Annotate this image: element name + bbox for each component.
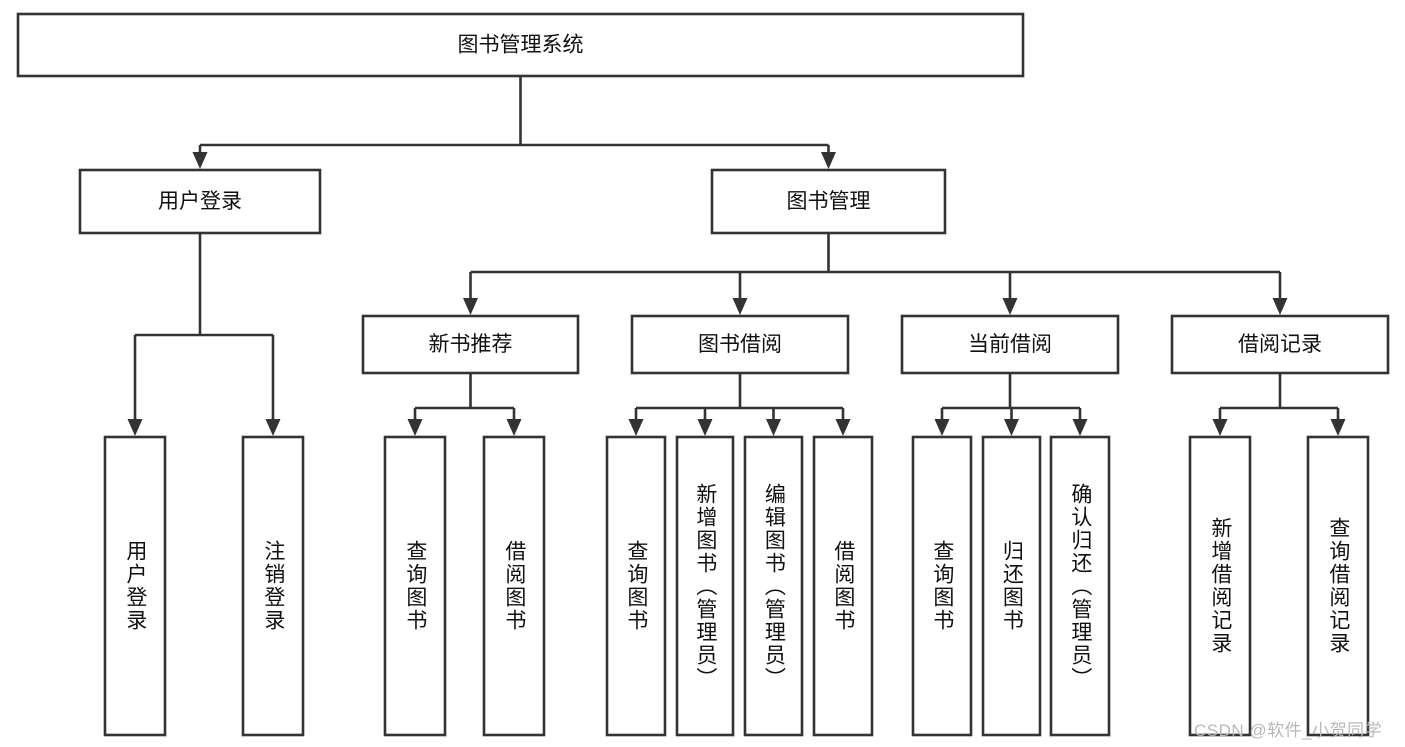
- node-label-new_book_rec: 新书推荐: [429, 333, 513, 356]
- node-label-book_borrow: 图书借阅: [698, 333, 782, 356]
- arrow-book_manage-borrow_record: [1272, 298, 1288, 315]
- arrow-current_borrow-leaf_confirm_return: [1072, 419, 1088, 436]
- node-box-leaf_borrow_book_1[interactable]: [482, 435, 546, 737]
- node-box-leaf_logout[interactable]: [241, 435, 305, 737]
- connector-layer: [127, 76, 1346, 436]
- node-label-borrow_record: 借阅记录: [1238, 333, 1322, 356]
- arrow-new_book_rec-leaf_borrow_book_1: [506, 419, 522, 436]
- node-box-leaf_edit_book[interactable]: [743, 435, 804, 737]
- node-box-leaf_query_book_1[interactable]: [383, 435, 447, 737]
- node-box-book_manage[interactable]: [710, 168, 947, 235]
- arrow-book_borrow-leaf_add_book: [697, 419, 713, 436]
- node-box-new_book_rec[interactable]: [361, 314, 580, 375]
- node-box-leaf_query_book_3[interactable]: [911, 435, 973, 737]
- arrow-current_borrow-leaf_return_book: [1004, 419, 1019, 436]
- arrow-borrow_record-leaf_add_record: [1212, 419, 1228, 436]
- arrow-book_borrow-leaf_query_book_2: [628, 419, 644, 436]
- node-box-leaf_add_record[interactable]: [1188, 435, 1252, 737]
- node-label-root: 图书管理系统: [458, 34, 584, 57]
- arrow-book_manage-new_book_rec: [463, 298, 478, 315]
- arrow-root-book_manage: [821, 152, 836, 169]
- node-box-root[interactable]: [16, 12, 1025, 78]
- node-label-user_login: 用户登录: [158, 190, 242, 213]
- node-box-user_login[interactable]: [78, 168, 322, 235]
- node-box-current_borrow[interactable]: [900, 314, 1120, 375]
- node-box-leaf_return_book[interactable]: [981, 435, 1042, 737]
- node-label-current_borrow: 当前借阅: [968, 333, 1052, 356]
- node-box-book_borrow[interactable]: [630, 314, 850, 375]
- arrow-user_login-leaf_user_login: [127, 419, 143, 436]
- node-box-leaf_confirm_return[interactable]: [1049, 435, 1111, 737]
- node-box-leaf_user_login[interactable]: [103, 435, 167, 737]
- node-box-leaf_borrow_book_2[interactable]: [812, 435, 874, 737]
- node-box-leaf_query_record[interactable]: [1306, 435, 1370, 737]
- arrow-new_book_rec-leaf_query_book_1: [407, 419, 423, 436]
- node-label-book_manage: 图书管理: [787, 190, 871, 213]
- node-box-leaf_add_book[interactable]: [675, 435, 735, 737]
- arrow-book_borrow-leaf_edit_book: [766, 419, 781, 436]
- arrow-book_manage-book_borrow: [732, 298, 748, 315]
- arrow-book_manage-current_borrow: [1002, 298, 1018, 315]
- arrow-root-user_login: [192, 152, 208, 169]
- arrow-borrow_record-leaf_query_record: [1330, 419, 1346, 436]
- arrow-user_login-leaf_logout: [265, 419, 281, 436]
- node-box-borrow_record[interactable]: [1170, 314, 1390, 375]
- arrow-current_borrow-leaf_query_book_3: [934, 419, 950, 436]
- arrow-book_borrow-leaf_borrow_book_2: [835, 419, 851, 436]
- node-box-leaf_query_book_2[interactable]: [605, 435, 667, 737]
